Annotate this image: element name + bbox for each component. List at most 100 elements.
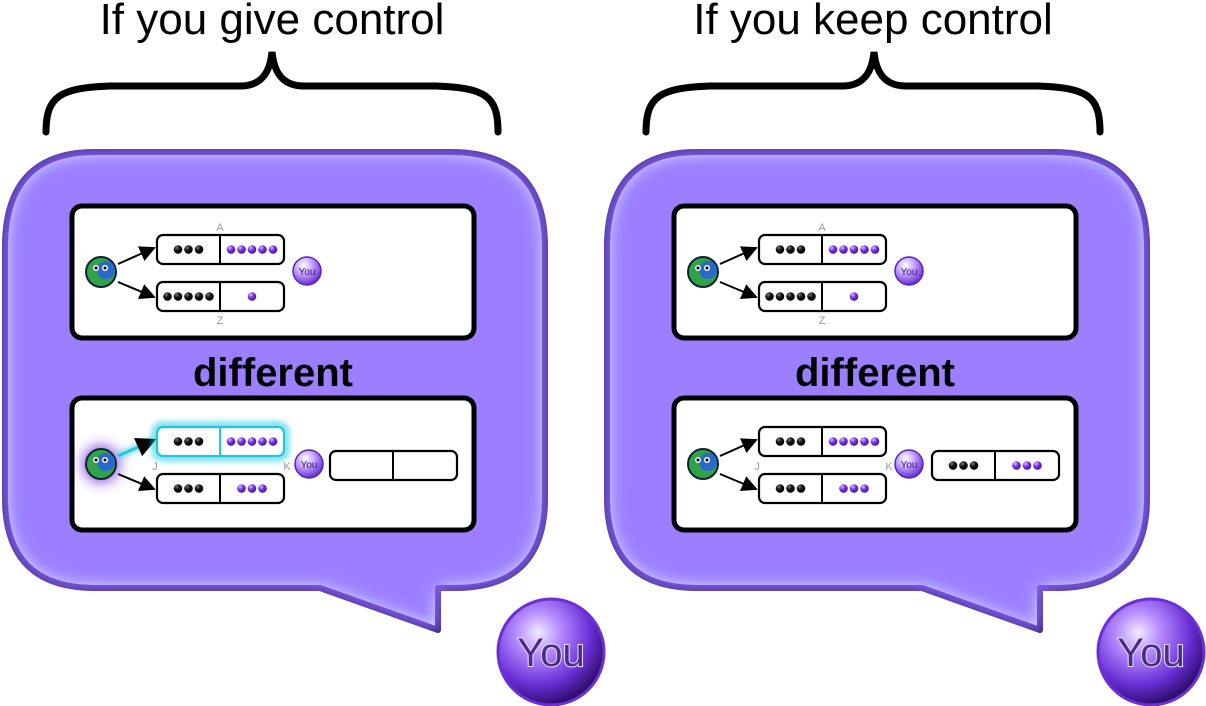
black-dot [786,292,795,301]
scenario-card-bottom: J K You [69,395,477,533]
black-dot [765,292,774,301]
black-dot [796,245,806,254]
black-dot [173,437,183,446]
agent-blob-icon [687,256,719,288]
black-dot [184,245,193,254]
purple-dot [849,245,859,254]
curly-brace [42,51,502,136]
arrow-icon [719,246,758,265]
agent-blob-icon [85,256,117,288]
curly-brace [642,51,1104,136]
black-dot [775,292,785,301]
you-avatar-icon: You [496,597,606,706]
purple-dot [860,245,869,254]
purple-dot [247,437,257,446]
you-orb-icon: You [894,449,924,479]
purple-dot [860,437,869,446]
panel-keep-control: If you keep control A Z You different [604,0,1206,706]
result-box [930,449,1061,482]
result-box [328,449,459,482]
you-orb-icon: You [294,449,324,479]
black-dot [173,292,183,301]
purple-dot [247,245,257,254]
black-dot [173,484,183,493]
purple-dot [828,245,838,254]
arrow-icon [117,281,156,299]
black-dot [796,437,806,446]
black-dot [163,292,172,301]
arrow-icon [719,281,758,299]
option-label-a: A [818,222,826,234]
panel-title: If you keep control [693,0,1053,44]
purple-dot [237,245,246,254]
option-box-bottom[interactable] [757,472,888,505]
purple-dot [870,437,880,446]
different-label: different [795,351,955,395]
option-box-top[interactable] [757,425,888,458]
black-dot [775,484,785,493]
option-label-a: A [216,222,224,234]
black-dot [184,437,193,446]
purple-dot [849,437,859,446]
purple-dot [870,245,880,254]
arrow-icon [117,437,157,458]
purple-dot [849,292,859,301]
scenario-card-top: A Z You [671,203,1079,341]
black-dot [807,292,816,301]
you-avatar-icon: You [1096,597,1206,706]
purple-dot [849,484,859,493]
option-label-j: J [754,461,760,473]
black-dot [969,461,979,470]
option-box-bottom[interactable] [757,280,888,313]
black-dot [194,437,204,446]
purple-dot [237,484,246,493]
you-orb-label: You [901,460,918,471]
purple-dot [839,437,848,446]
option-label-z: Z [819,315,826,327]
arrow-icon [117,246,156,265]
black-dot [194,484,204,493]
option-label-k: K [885,461,893,473]
purple-dot [1033,461,1042,470]
black-dot [948,461,958,470]
option-label-k: K [283,461,291,473]
purple-dot [268,437,278,446]
option-box-top[interactable] [757,233,888,266]
scenario-card-bottom: J K You [671,395,1079,533]
you-orb-icon: You [292,256,322,286]
agent-blob-icon [687,448,719,480]
option-label-j: J [152,461,158,473]
purple-dot [828,437,838,446]
black-dot [796,292,806,301]
scenario-card-top: A Z You [69,203,477,341]
you-orb-label: You [901,267,918,278]
black-dot [786,245,795,254]
you-avatar-label: You [1117,631,1185,675]
option-box-bottom[interactable] [155,280,286,313]
purple-dot [247,484,257,493]
purple-dot [1022,461,1032,470]
purple-dot [839,245,848,254]
purple-dot [258,437,267,446]
black-dot [959,461,968,470]
purple-dot [860,484,869,493]
black-dot [184,484,193,493]
option-box-bottom[interactable] [155,472,286,505]
arrow-icon [719,473,758,491]
panel-title: If you give control [100,0,445,44]
option-box-top[interactable] [151,421,290,462]
different-label: different [193,351,353,395]
purple-dot [258,245,267,254]
black-dot [775,245,785,254]
purple-dot [1012,461,1021,470]
arrow-icon [719,438,758,457]
highlight-glow [151,421,290,462]
black-dot [205,292,214,301]
purple-dot [258,484,267,493]
option-box-top[interactable] [155,233,286,266]
black-dot [194,245,204,254]
you-orb-icon: You [894,256,924,286]
you-avatar-label: You [517,631,585,675]
you-orb-label: You [299,267,316,278]
purple-dot [226,437,236,446]
